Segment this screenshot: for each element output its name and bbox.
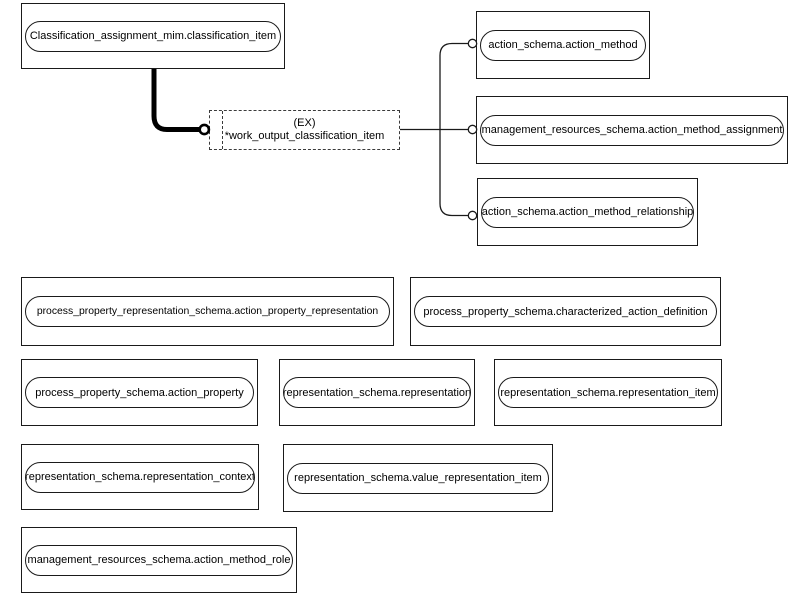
- entity-label-characterized-action-definition: process_property_schema.characterized_ac…: [414, 296, 717, 327]
- entity-label-action-property-representation: process_property_representation_schema.a…: [25, 296, 390, 327]
- entity-box-action-property-representation: process_property_representation_schema.a…: [21, 277, 394, 346]
- open-circle-terminator-action-method-relationship: [467, 210, 478, 221]
- entity-label-representation: representation_schema.representation: [283, 377, 471, 408]
- thick-relationship-line: [151, 69, 199, 132]
- entity-box-action-method: action_schema.action_method: [476, 11, 650, 79]
- entity-label-action-method: action_schema.action_method: [480, 29, 646, 61]
- entity-label-action-property: process_property_schema.action_property: [25, 377, 254, 408]
- entity-box-action-property: process_property_schema.action_property: [21, 359, 258, 426]
- entity-box-representation-item: representation_schema.representation_ite…: [494, 359, 722, 426]
- entity-box-representation-context: representation_schema.representation_con…: [21, 444, 259, 510]
- entity-box-action-method-assignment: management_resources_schema.action_metho…: [476, 96, 788, 164]
- entity-box-action-method-role: management_resources_schema.action_metho…: [21, 527, 297, 593]
- entity-box-value-representation-item: representation_schema.value_representati…: [283, 444, 553, 512]
- dashed-box-tag: (EX): [293, 117, 316, 129]
- entity-label-action-method-relationship: action_schema.action_method_relationship: [481, 196, 694, 228]
- entity-box-characterized-action-definition: process_property_schema.characterized_ac…: [410, 277, 721, 346]
- entity-box-action-method-relationship: action_schema.action_method_relationship: [477, 178, 698, 246]
- branch-trunk-line: [439, 42, 469, 217]
- entity-box-classification-item: Classification_assignment_mim.classifica…: [21, 3, 285, 69]
- entity-label-value-representation-item: representation_schema.value_representati…: [287, 462, 549, 494]
- entity-label-action-method-role: management_resources_schema.action_metho…: [25, 544, 293, 576]
- entity-label-action-method-assignment: management_resources_schema.action_metho…: [480, 114, 784, 146]
- entity-label-representation-item: representation_schema.representation_ite…: [498, 377, 718, 408]
- open-circle-terminator-main: [198, 123, 211, 136]
- dashed-box-label: *work_output_classification_item: [224, 130, 385, 142]
- entity-box-representation: representation_schema.representation: [279, 359, 475, 426]
- entity-label-representation-context: representation_schema.representation_con…: [25, 461, 255, 493]
- entity-label-classification-item: Classification_assignment_mim.classifica…: [25, 20, 281, 52]
- dashed-reference-box-work-output-classification-item: (EX) *work_output_classification_item: [209, 110, 400, 150]
- dashed-box-left-divider: [222, 111, 223, 149]
